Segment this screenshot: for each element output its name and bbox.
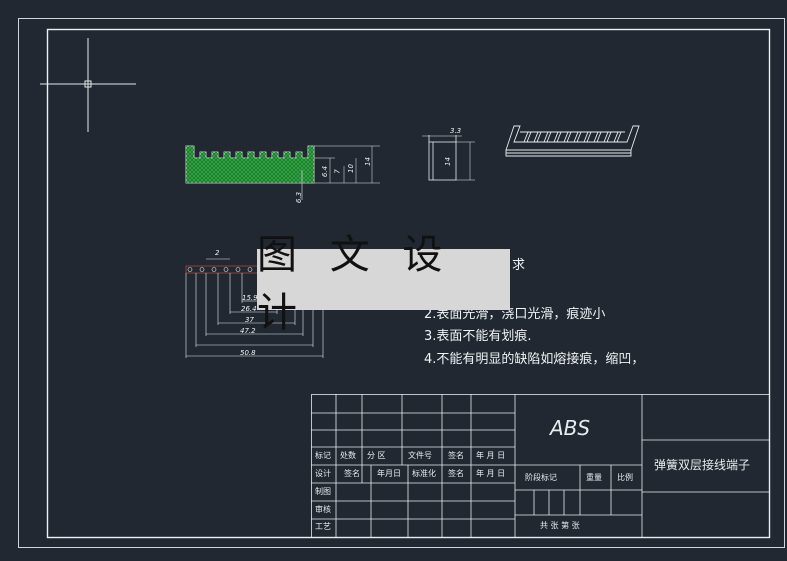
process-label: 工艺 [315, 522, 331, 531]
requirement-item-4: 4.不能有明显的缺陷如熔接痕，缩凹， [424, 352, 645, 367]
header-docno: 文件号 [408, 451, 432, 460]
dim-bottom-47-2: 47.2 [240, 327, 256, 335]
design-sign-2: 签名 [448, 469, 464, 478]
dim-front-7: 7 [333, 169, 342, 174]
header-zone: 分 区 [367, 451, 386, 460]
material-label: ABS [550, 416, 591, 440]
weight-label: 重量 [586, 473, 602, 482]
dim-bottom-37: 37 [245, 316, 254, 324]
dim-front-10: 10 [346, 164, 355, 173]
isometric-view [505, 125, 640, 157]
dim-front-14: 14 [363, 157, 372, 166]
dim-bottom-2: 2 [215, 249, 220, 257]
design-sign: 签名 [344, 469, 360, 478]
outer-frame [18, 18, 785, 548]
dim-side-14: 14 [443, 157, 452, 166]
watermark-banner: 图 文 设 计 [257, 231, 510, 336]
header-date: 年 月 日 [476, 451, 506, 460]
part-name: 弹簧双层接线端子 [654, 458, 751, 472]
dim-front-6-3: 6.3 [295, 191, 304, 204]
design-date: 年月日 [377, 469, 401, 478]
header-count: 处数 [340, 451, 356, 460]
requirement-item-2: 2.表面光滑，浇口光滑，痕迹小 [424, 307, 606, 322]
dim-bottom-15-9: 15.9 [242, 294, 258, 302]
review-label: 审核 [315, 505, 331, 514]
design-standardize: 标准化 [412, 469, 436, 478]
scale-label: 比例 [617, 473, 633, 482]
title-block [311, 394, 770, 538]
dim-bottom-50-8: 50.8 [240, 349, 256, 357]
dim-front-6-4: 6.4 [321, 165, 330, 178]
front-view-section [185, 145, 380, 200]
watermark-text: 图 文 设 计 [257, 231, 453, 336]
design-date-2: 年 月 日 [476, 469, 506, 478]
header-mark: 标记 [315, 451, 331, 460]
bottom-view [185, 258, 324, 358]
side-view [422, 135, 475, 181]
drawing-label: 制图 [315, 487, 331, 496]
header-sign: 签名 [448, 451, 464, 460]
requirement-item-3: 3.表面不能有划痕. [424, 329, 532, 344]
sheet-info: 共 张 第 张 [540, 521, 580, 530]
requirements-title-fragment: 求 [512, 258, 526, 273]
design-label: 设计 [315, 469, 331, 478]
stage-mark-label: 阶段标记 [525, 473, 557, 482]
crosshair-cursor-icon [40, 38, 136, 132]
dim-side-3-3: 3.3 [450, 127, 462, 135]
dim-bottom-26-4: 26.4 [241, 305, 257, 313]
